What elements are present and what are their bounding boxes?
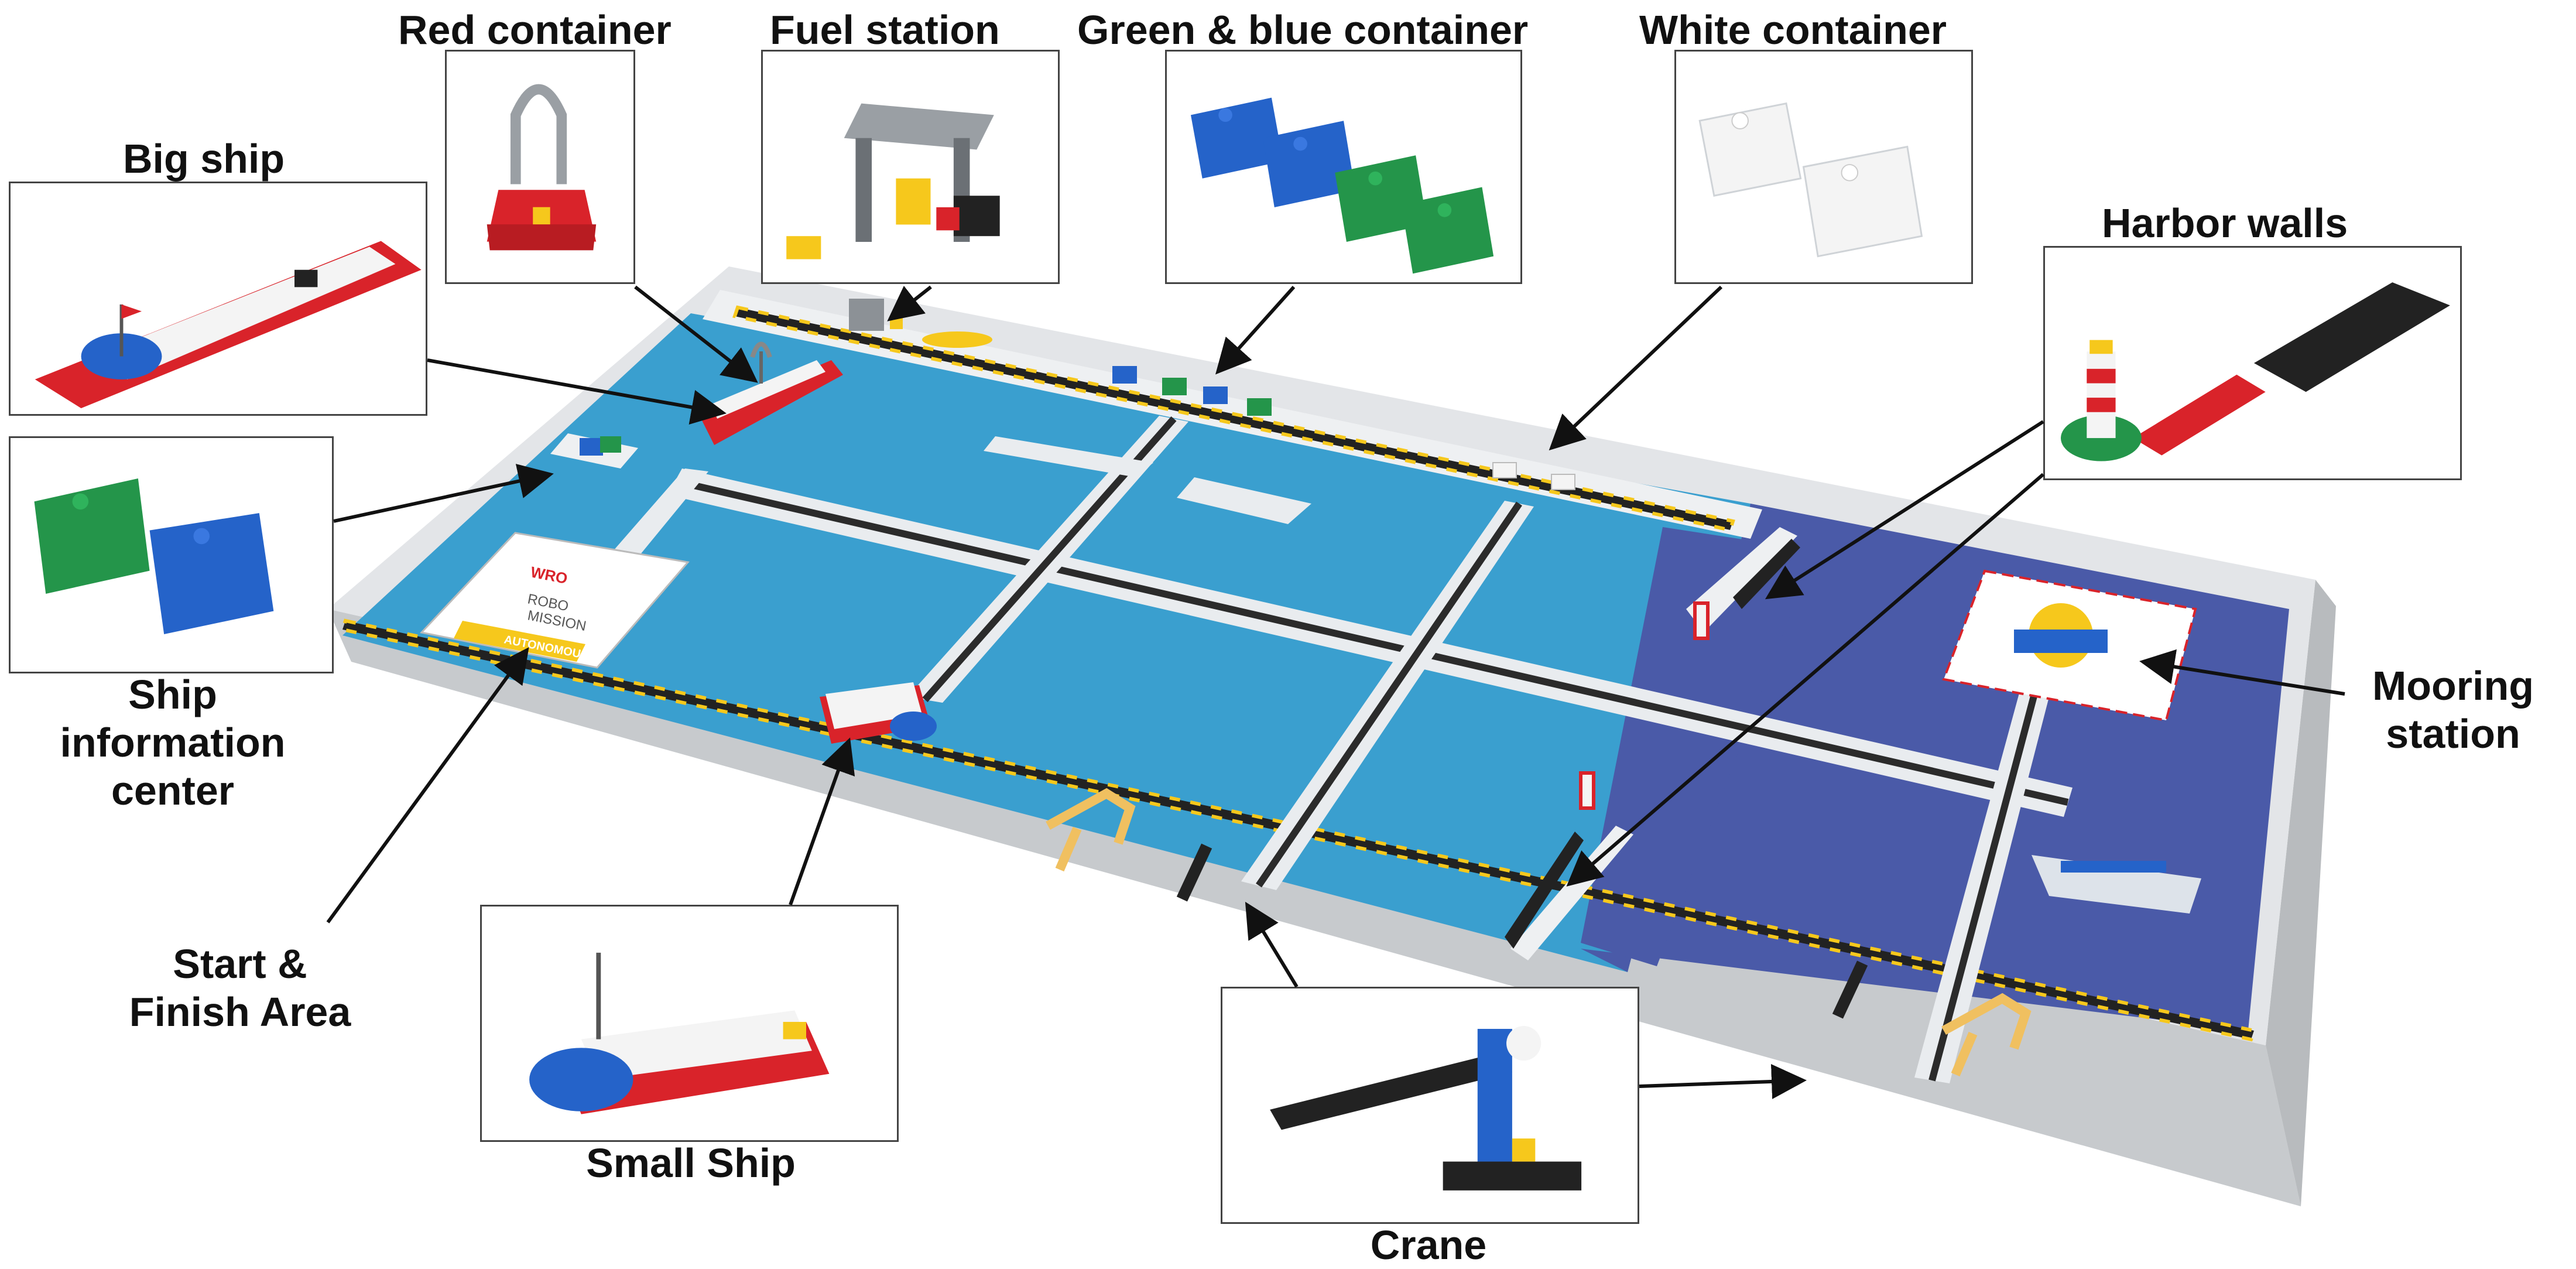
board-right-edge [2266,580,2336,1206]
harbor-walls-inset [2043,246,2462,480]
white-container-inset [1674,50,1973,284]
crane-inset [1221,987,1639,1224]
crane-structures-on-board [1046,788,2032,1077]
pier-1 [984,436,1153,477]
ship-info-green-block [600,436,621,453]
label-small-ship: Small Ship [586,1140,796,1186]
label-white-container: White container [1639,7,1947,53]
label-green-blue-container: Green & blue container [1077,7,1529,53]
label-harbor-walls: Harbor walls [2102,200,2348,246]
label-ship-information-center: Ship information center [60,672,286,813]
green-blue-container-inset [1165,50,1522,284]
red-container-illustration [487,84,597,251]
ship-info-blue-block [580,438,603,456]
crane-illustration [1270,1026,1582,1191]
big-ship-inset [9,182,427,416]
label-start-finish-area: Start & Finish Area [129,941,351,1035]
harbor-walls-illustration [2060,282,2450,461]
fuel-station-illustration [786,103,1000,259]
green-blue-container-illustration [1190,97,1494,274]
fuel-station-on-board [849,299,992,348]
label-fuel-station: Fuel station [770,7,1000,53]
label-red-container: Red container [398,7,672,53]
pier-2 [1177,477,1311,524]
ship-info-center-inset [9,436,334,673]
small-ship-inset [480,905,899,1142]
small-ship-illustration [529,952,830,1114]
big-ship-illustration [35,241,422,409]
fuel-station-inset [761,50,1060,284]
label-crane: Crane [1370,1222,1487,1268]
cargo-ship-decoration [2032,855,2201,914]
label-big-ship: Big ship [123,136,285,182]
label-mooring-station: Mooring station [2372,663,2534,757]
small-ship-on-board [820,682,937,744]
red-container-inset [445,50,635,284]
white-container-illustration [1698,102,1923,258]
ship-info-center-illustration [34,478,274,634]
hazard-stripe-top [735,307,1733,530]
start-sign-banner [454,621,585,662]
